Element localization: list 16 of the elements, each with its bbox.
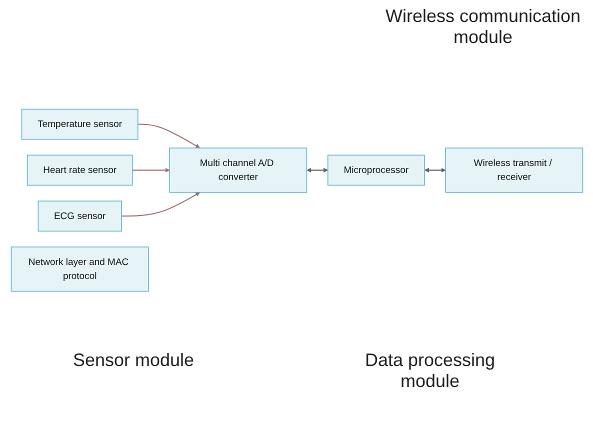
arrow [137, 123, 200, 148]
node-box [444, 147, 583, 192]
node-box [168, 147, 307, 192]
node-box [20, 108, 138, 140]
arrow [424, 168, 446, 172]
module-label: Sensor module [72, 350, 194, 372]
node-box [37, 200, 122, 232]
node-box [326, 154, 424, 186]
module-label: Data processing module [364, 350, 496, 392]
node-box [10, 246, 148, 292]
node-box [26, 154, 132, 186]
diagram: Temperature sensor Heart rate sensor ECG sensor Multi channel A/D converter Microprocessor Wireless transmit / receiver Network layer and MAC protocol [6, 104, 586, 296]
module-label: Wireless communication module [384, 6, 582, 49]
arrow [132, 168, 170, 172]
arrow [306, 168, 328, 172]
arrow [121, 192, 200, 216]
